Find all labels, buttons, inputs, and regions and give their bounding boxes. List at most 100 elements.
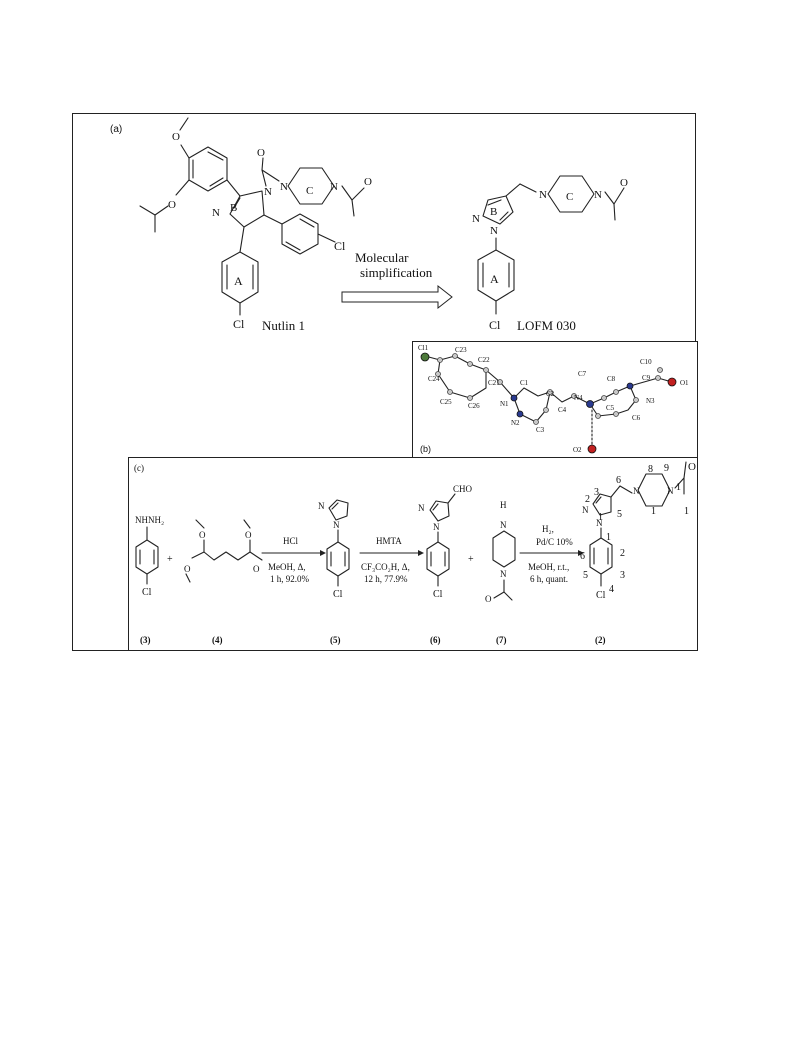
n-5b: N bbox=[333, 520, 340, 530]
num-1-carbonyl: 1 bbox=[676, 482, 681, 493]
compound-labels: (3) (4) (5) (6) (7) (2) bbox=[140, 635, 606, 645]
nutlin-ring-a: A Cl bbox=[221, 226, 259, 331]
lbl-c6: C6 bbox=[632, 414, 641, 422]
nutlin-pip-n1: N bbox=[280, 181, 288, 193]
label-3: (3) bbox=[140, 635, 151, 645]
n-7b: N bbox=[500, 569, 507, 579]
num-1-methyl: 1 bbox=[684, 506, 689, 517]
num-3-ar: 3 bbox=[620, 570, 625, 581]
lofm-piperazine: N N C O bbox=[539, 175, 628, 221]
crystal-labels: Cl1 C23 C22 C24 C21 C1 C25 C26 N1 C2 C7 … bbox=[418, 344, 689, 454]
lofm-name: LOFM 030 bbox=[517, 318, 576, 333]
reagent-3-bottom-2: 6 h, quant. bbox=[530, 574, 568, 584]
nutlin-chlorophenyl-right: Cl bbox=[263, 213, 346, 255]
arrow-text-2: simplification bbox=[360, 265, 433, 280]
lbl-c8: C8 bbox=[607, 375, 616, 383]
panel-c-label: (c) bbox=[134, 463, 144, 473]
carbonyl-o: O bbox=[257, 147, 265, 159]
num-5-ar: 5 bbox=[583, 570, 588, 581]
lbl-c24: C24 bbox=[428, 375, 440, 383]
nutlin-n-imine: N bbox=[212, 207, 220, 219]
arrow-text-1: Molecular bbox=[355, 250, 409, 265]
lbl-c2: C2 bbox=[546, 390, 555, 398]
n-2-pip-a: N bbox=[633, 486, 640, 496]
num-8: 8 bbox=[648, 464, 653, 475]
lbl-c1: C1 bbox=[520, 379, 529, 387]
lbl-n4: N4 bbox=[574, 394, 583, 402]
num-5-pyr: 5 bbox=[617, 509, 622, 520]
o-4c: O bbox=[184, 564, 191, 574]
lofm-ring-c: C bbox=[566, 191, 573, 203]
lbl-c21: C21 bbox=[488, 379, 500, 387]
label-7: (7) bbox=[496, 635, 507, 645]
n-2-pyr-a: N bbox=[582, 505, 589, 515]
lbl-n3: N3 bbox=[646, 397, 655, 405]
label-5: (5) bbox=[330, 635, 341, 645]
nutlin-ring-c: N N C O bbox=[280, 167, 372, 217]
n-7a: N bbox=[500, 520, 507, 530]
lofm-pip-n1: N bbox=[539, 189, 547, 201]
panel-a-label: (a) bbox=[110, 124, 122, 135]
num-6: 6 bbox=[616, 475, 621, 486]
ring-c-label: C bbox=[306, 185, 313, 197]
n-2-pip-b: N bbox=[667, 486, 674, 496]
nutlin-n-amide: N bbox=[264, 186, 272, 198]
lofm-acetyl-o: O bbox=[620, 177, 628, 189]
reagent-2-bottom-2: 12 h, 77.9% bbox=[364, 574, 408, 584]
lbl-n2: N2 bbox=[511, 419, 520, 427]
product-numbering: 6 8 9 1 2 1 2 3 4 5 6 1 5 3 1 1 bbox=[580, 463, 689, 595]
label-2: (2) bbox=[595, 635, 606, 645]
num-2-pyr: 2 bbox=[585, 494, 590, 505]
reagent-2-bottom-1: CF₃CO₂H, Δ, bbox=[361, 562, 410, 572]
lofm-ring-a-label: A bbox=[490, 272, 499, 286]
num-4-ar: 4 bbox=[609, 584, 614, 595]
reagent-2-top: HMTA bbox=[376, 536, 402, 546]
lbl-c3: C3 bbox=[536, 426, 545, 434]
plus-1: + bbox=[167, 554, 173, 565]
nutlin-pip-n2: N bbox=[330, 181, 338, 193]
ring-b-label: B bbox=[230, 202, 237, 214]
crystal-atoms bbox=[420, 352, 677, 454]
o-7: O bbox=[485, 594, 492, 604]
nutlin-name: Nutlin 1 bbox=[262, 318, 305, 333]
ring-a-label: A bbox=[234, 274, 243, 288]
o-4a: O bbox=[199, 530, 206, 540]
acetyl-o: O bbox=[364, 176, 372, 188]
reagent-1-bottom-1: MeOH, Δ, bbox=[268, 562, 306, 572]
lbl-c9: C9 bbox=[642, 374, 651, 382]
num-1-pip: 1 bbox=[651, 506, 656, 517]
simplification-arrow: Molecular simplification bbox=[341, 250, 453, 310]
num-9: 9 bbox=[664, 463, 669, 474]
label-4: (4) bbox=[212, 635, 223, 645]
cl-3: Cl bbox=[142, 587, 152, 598]
lofm-ring-a: A Cl bbox=[477, 237, 515, 332]
n-7h-h: H bbox=[500, 500, 507, 510]
lbl-o1: O1 bbox=[680, 379, 689, 387]
num-2-ar: 2 bbox=[620, 548, 625, 559]
lofm-pyrazole: N N B bbox=[472, 183, 537, 237]
n-6a: N bbox=[418, 503, 425, 513]
nutlin-cl-right: Cl bbox=[334, 239, 346, 253]
reagent-3-bottom-1: MeOH, r.t., bbox=[528, 562, 569, 572]
lofm-cl: Cl bbox=[489, 318, 501, 332]
panel-b-crystal bbox=[412, 341, 698, 459]
lbl-c10: C10 bbox=[640, 358, 652, 366]
compound-5: N N Cl bbox=[318, 499, 350, 600]
reaction-arrow-1: HCl MeOH, Δ, 1 h, 92.0% bbox=[261, 536, 326, 584]
lbl-o2: O2 bbox=[573, 446, 582, 454]
num-1-ar: 1 bbox=[606, 532, 611, 543]
hydrazine-label: NHNH₂ bbox=[135, 515, 164, 525]
lofm-n1: N bbox=[472, 213, 480, 225]
cl-6: Cl bbox=[433, 589, 443, 600]
cho-label: CHO bbox=[453, 484, 473, 494]
cl-5: Cl bbox=[333, 589, 343, 600]
num-3-pyr: 3 bbox=[594, 487, 599, 498]
cl-2: Cl bbox=[596, 590, 606, 601]
lbl-c22: C22 bbox=[478, 356, 490, 364]
num-1-pyr: 1 bbox=[598, 512, 603, 523]
lofm-n2: N bbox=[490, 225, 498, 237]
lbl-c25: C25 bbox=[440, 398, 452, 406]
